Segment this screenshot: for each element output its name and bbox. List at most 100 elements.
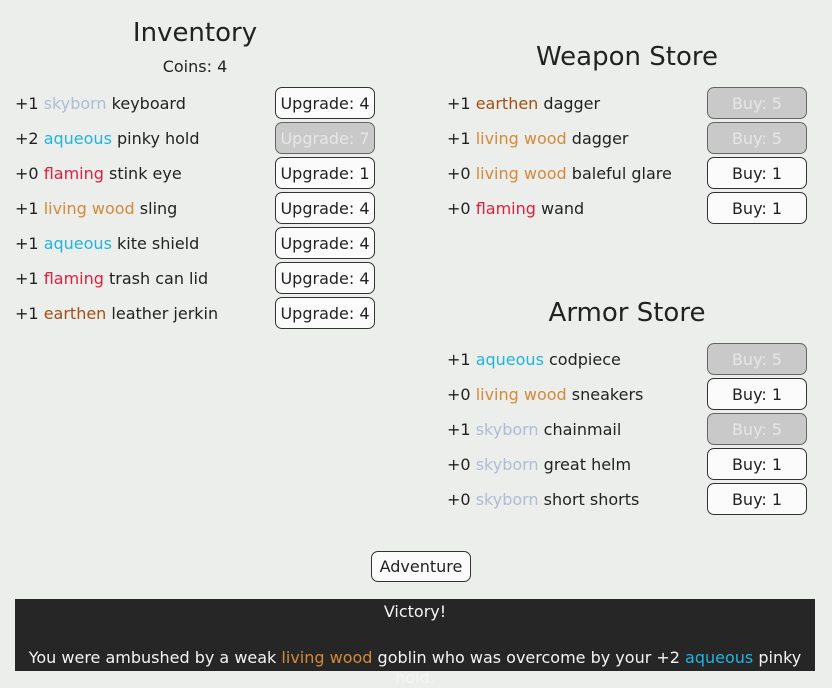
item-element: living wood: [475, 163, 567, 183]
item-bonus: +1: [15, 233, 39, 253]
item-name: dagger: [543, 93, 601, 113]
item-bonus: +2: [15, 128, 39, 148]
battle-message-middle: goblin who was overcome by your +2: [377, 648, 680, 667]
item-element: flaming: [43, 163, 104, 183]
item-label: +1 earthen dagger: [447, 94, 600, 113]
weapon-item-row: +1 living wood dagger Buy: 5: [447, 122, 807, 154]
item-name: sling: [139, 198, 178, 218]
inventory-item-row: +1 skyborn keyboard Upgrade: 4: [15, 87, 375, 119]
item-bonus: +1: [447, 419, 471, 439]
item-bonus: +1: [447, 128, 471, 148]
armor-item-row: +0 skyborn short shorts Buy: 1: [447, 483, 807, 515]
item-bonus: +0: [15, 163, 39, 183]
weapon-element: aqueous: [685, 648, 754, 667]
coins-counter: Coins: 4: [162, 57, 228, 76]
item-element: aqueous: [43, 128, 112, 148]
item-name: wand: [541, 198, 585, 218]
upgrade-button: Upgrade: 7: [275, 122, 375, 154]
item-element: aqueous: [475, 349, 544, 369]
upgrade-button[interactable]: Upgrade: 4: [275, 87, 375, 119]
upgrade-button[interactable]: Upgrade: 4: [275, 192, 375, 224]
upgrade-button[interactable]: Upgrade: 4: [275, 262, 375, 294]
buy-button[interactable]: Buy: 1: [707, 448, 807, 480]
upgrade-button[interactable]: Upgrade: 1: [275, 157, 375, 189]
item-element: skyborn: [475, 419, 539, 439]
item-name: short shorts: [543, 489, 640, 509]
item-bonus: +1: [15, 198, 39, 218]
item-bonus: +0: [447, 163, 471, 183]
item-label: +1 skyborn keyboard: [15, 94, 186, 113]
armor-item-row: +0 skyborn great helm Buy: 1: [447, 448, 807, 480]
item-name: trash can lid: [109, 268, 209, 288]
item-bonus: +0: [447, 454, 471, 474]
inventory-item-row: +0 flaming stink eye Upgrade: 1: [15, 157, 375, 189]
inventory-title: Inventory: [132, 18, 258, 48]
armor-store-title: Armor Store: [548, 298, 706, 328]
item-label: +0 flaming wand: [447, 199, 584, 218]
item-name: leather jerkin: [111, 303, 219, 323]
item-name: pinky hold: [117, 128, 200, 148]
armor-item-row: +1 aqueous codpiece Buy: 5: [447, 343, 807, 375]
battle-message-prefix: You were ambushed by a weak: [28, 648, 277, 667]
item-bonus: +0: [447, 489, 471, 509]
buy-button[interactable]: Buy: 1: [707, 378, 807, 410]
item-element: skyborn: [43, 93, 107, 113]
item-element: earthen: [475, 93, 539, 113]
weapon-item-row: +0 flaming wand Buy: 1: [447, 192, 807, 224]
item-bonus: +1: [447, 349, 471, 369]
buy-button[interactable]: Buy: 1: [707, 192, 807, 224]
battle-result: Victory!: [383, 602, 447, 621]
item-label: +0 living wood sneakers: [447, 385, 643, 404]
inventory-item-row: +1 living wood sling Upgrade: 4: [15, 192, 375, 224]
armor-item-row: +0 living wood sneakers Buy: 1: [447, 378, 807, 410]
item-element: aqueous: [43, 233, 112, 253]
item-element: living wood: [43, 198, 135, 218]
item-label: +0 skyborn short shorts: [447, 490, 639, 509]
item-element: skyborn: [475, 454, 539, 474]
item-element: earthen: [43, 303, 107, 323]
enemy-element: living wood: [281, 648, 373, 667]
battle-log: Victory! You were ambushed by a weak liv…: [15, 599, 815, 687]
item-label: +1 living wood sling: [15, 199, 177, 218]
item-bonus: +1: [15, 268, 39, 288]
item-name: sneakers: [571, 384, 644, 404]
item-name: codpiece: [549, 349, 621, 369]
item-name: great helm: [543, 454, 632, 474]
item-label: +0 living wood baleful glare: [447, 164, 672, 183]
weapon-item-row: +1 earthen dagger Buy: 5: [447, 87, 807, 119]
battle-message: You were ambushed by a weak living wood …: [15, 648, 815, 688]
item-name: dagger: [571, 128, 629, 148]
item-name: kite shield: [117, 233, 200, 253]
upgrade-button[interactable]: Upgrade: 4: [275, 297, 375, 329]
item-label: +1 earthen leather jerkin: [15, 304, 218, 323]
item-label: +1 living wood dagger: [447, 129, 629, 148]
item-bonus: +1: [447, 93, 471, 113]
item-name: keyboard: [111, 93, 186, 113]
battle-message-suffix: pinky hold.: [395, 648, 802, 687]
item-element: living wood: [475, 128, 567, 148]
buy-button: Buy: 5: [707, 87, 807, 119]
buy-button: Buy: 5: [707, 413, 807, 445]
buy-button: Buy: 5: [707, 122, 807, 154]
item-label: +2 aqueous pinky hold: [15, 129, 200, 148]
adventure-button[interactable]: Adventure: [371, 551, 471, 582]
buy-button[interactable]: Buy: 1: [707, 483, 807, 515]
item-bonus: +1: [15, 93, 39, 113]
inventory-item-row: +1 earthen leather jerkin Upgrade: 4: [15, 297, 375, 329]
buy-button: Buy: 5: [707, 343, 807, 375]
upgrade-button[interactable]: Upgrade: 4: [275, 227, 375, 259]
item-label: +1 skyborn chainmail: [447, 420, 621, 439]
item-name: chainmail: [543, 419, 622, 439]
armor-item-row: +1 skyborn chainmail Buy: 5: [447, 413, 807, 445]
item-bonus: +0: [447, 198, 471, 218]
item-label: +1 aqueous codpiece: [447, 350, 621, 369]
item-element: skyborn: [475, 489, 539, 509]
item-element: living wood: [475, 384, 567, 404]
weapon-store-title: Weapon Store: [536, 42, 718, 72]
item-label: +0 flaming stink eye: [15, 164, 182, 183]
item-bonus: +1: [15, 303, 39, 323]
buy-button[interactable]: Buy: 1: [707, 157, 807, 189]
inventory-item-row: +2 aqueous pinky hold Upgrade: 7: [15, 122, 375, 154]
item-name: stink eye: [109, 163, 182, 183]
